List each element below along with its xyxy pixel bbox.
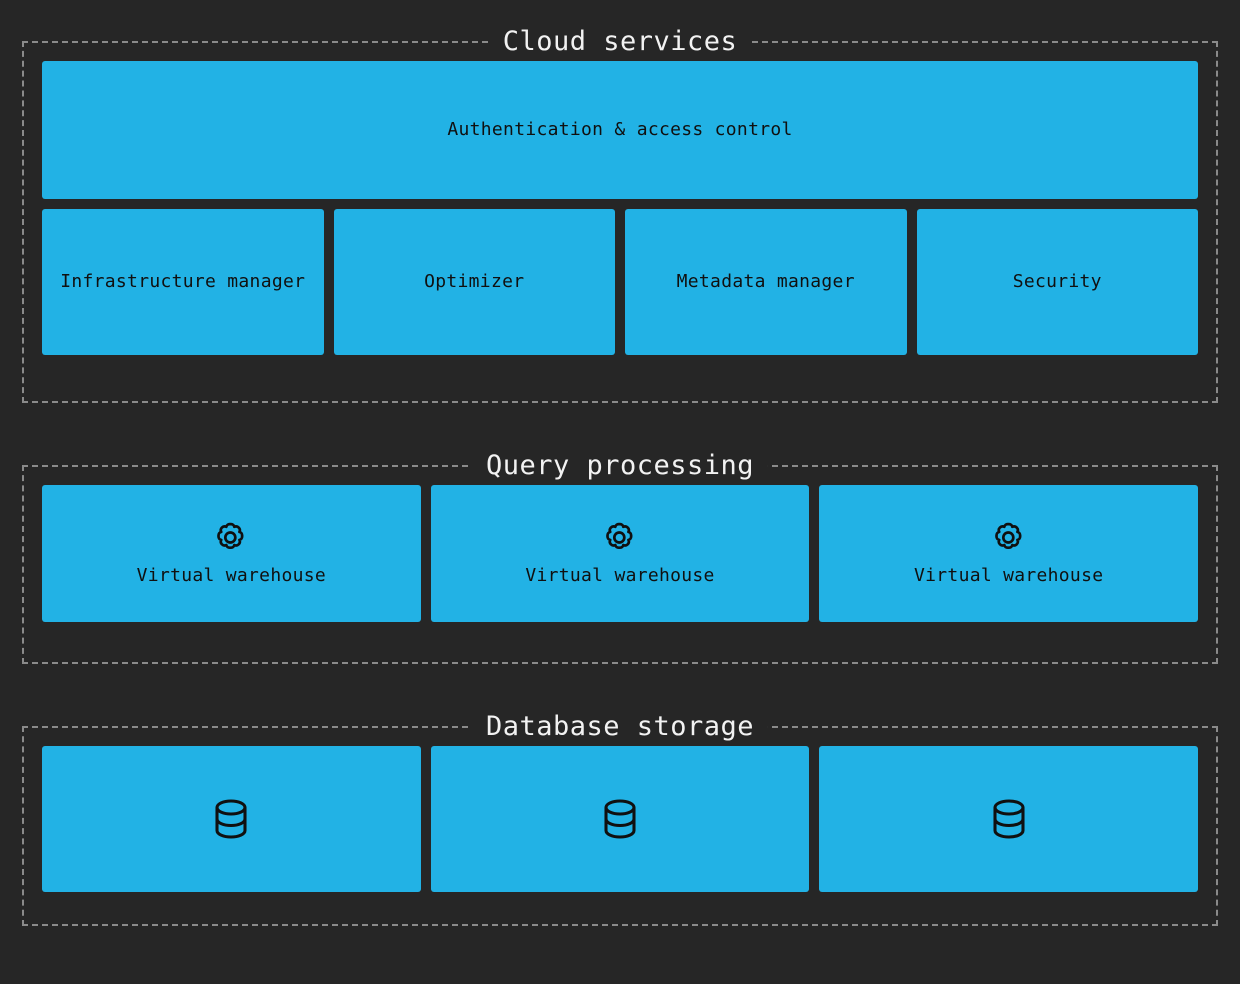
node-label: Security (1012, 271, 1102, 292)
node-label: Virtual warehouse (914, 565, 1104, 586)
gear-icon (212, 520, 250, 558)
architecture-diagram: Cloud services Authentication & access c… (0, 26, 1240, 984)
gear-icon (601, 520, 639, 558)
node-label: Optimizer (424, 271, 525, 292)
node-database-2[interactable] (430, 746, 810, 892)
node-database-1[interactable] (42, 746, 421, 892)
section-title-query-processing: Query processing (471, 450, 769, 482)
node-virtual-warehouse-2[interactable]: Virtual warehouse (430, 485, 810, 622)
row-virtual-warehouses: Virtual warehouse Virtual warehouse (42, 485, 1199, 622)
section-cloud-services: Cloud services Authentication & access c… (22, 26, 1218, 403)
section-body-cloud-services: Authentication & access control Infrastr… (24, 43, 1216, 401)
section-query-processing: Query processing Virtual warehouse (22, 450, 1218, 664)
node-virtual-warehouse-1[interactable]: Virtual warehouse (42, 485, 421, 622)
section-body-database-storage (24, 728, 1216, 924)
database-icon (597, 796, 643, 842)
section-body-query-processing: Virtual warehouse Virtual warehouse (24, 467, 1216, 662)
node-database-3[interactable] (819, 746, 1199, 892)
row-databases (42, 746, 1199, 892)
node-label: Authentication & access control (447, 119, 793, 140)
database-icon (208, 796, 254, 842)
gear-icon (990, 520, 1028, 558)
row-authentication: Authentication & access control (42, 61, 1198, 199)
node-optimizer[interactable]: Optimizer (333, 209, 615, 355)
node-label: Infrastructure manager (60, 271, 306, 292)
database-icon (986, 796, 1032, 842)
node-infrastructure-manager[interactable]: Infrastructure manager (42, 209, 324, 355)
node-label: Metadata manager (676, 271, 855, 292)
row-cloud-service-components: Infrastructure manager Optimizer Metadat… (42, 209, 1198, 355)
node-label: Virtual warehouse (525, 565, 715, 586)
section-title-database-storage: Database storage (471, 711, 769, 743)
node-virtual-warehouse-3[interactable]: Virtual warehouse (819, 485, 1199, 622)
node-metadata-manager[interactable]: Metadata manager (625, 209, 907, 355)
node-label: Virtual warehouse (136, 565, 326, 586)
section-database-storage: Database storage (22, 711, 1218, 926)
node-security[interactable]: Security (916, 209, 1198, 355)
node-authentication-access-control[interactable]: Authentication & access control (42, 61, 1198, 199)
section-title-cloud-services: Cloud services (488, 26, 752, 58)
